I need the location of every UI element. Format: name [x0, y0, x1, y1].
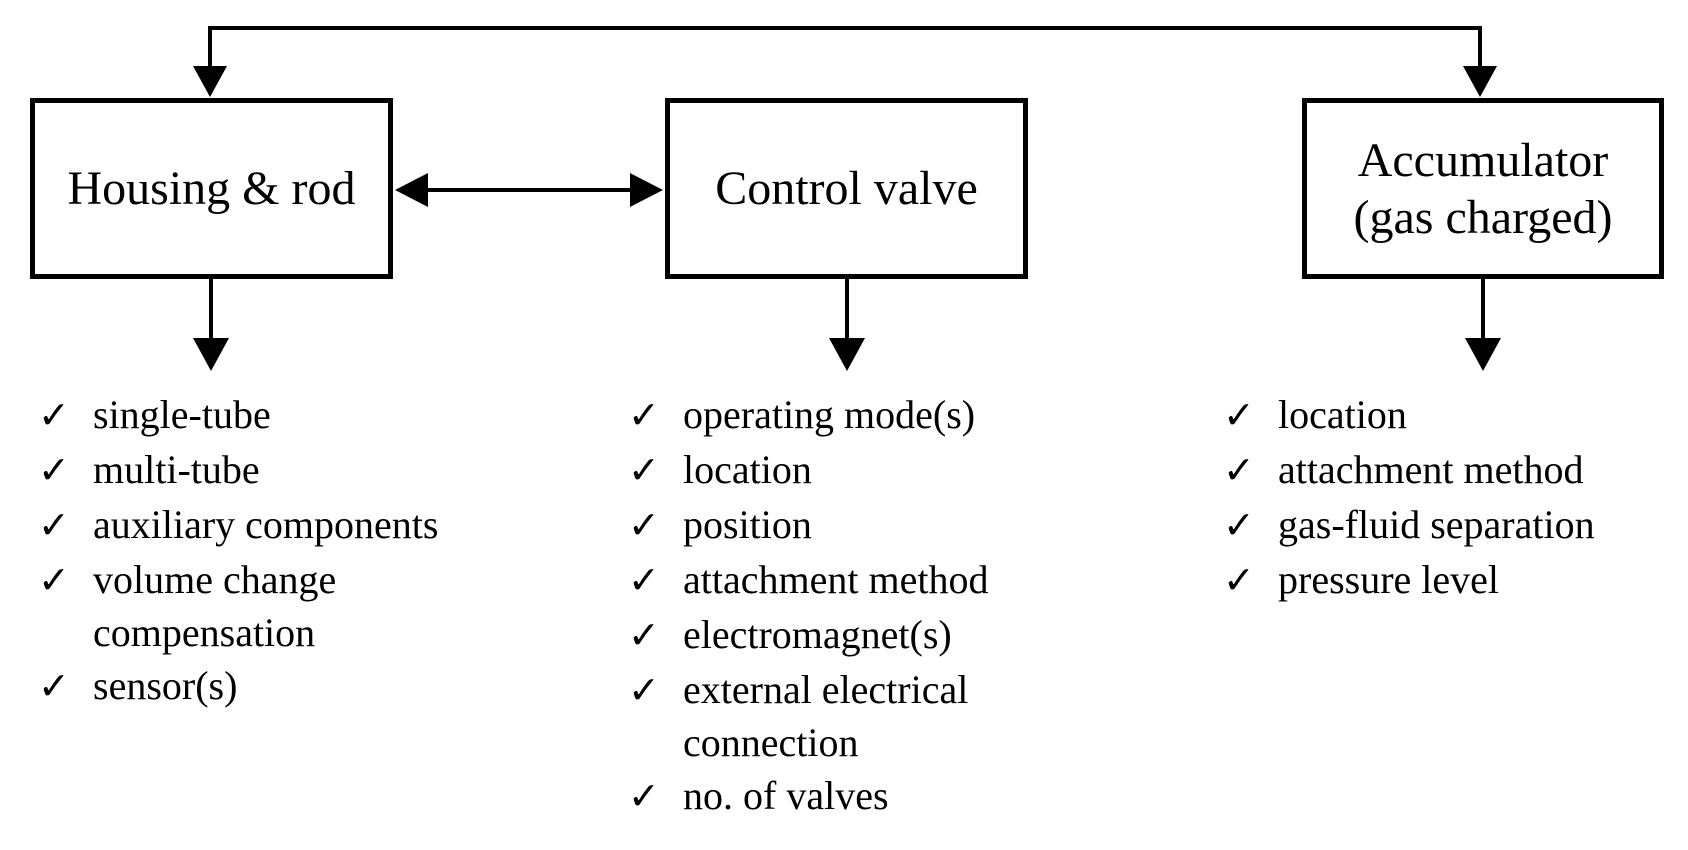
checklist-item: ✓ location: [1223, 388, 1683, 443]
checkmark-icon: ✓: [1223, 560, 1255, 602]
checkmark-icon: ✓: [628, 395, 660, 437]
arrow-valve-to-list: [829, 279, 865, 371]
checklist-item: ✓ gas-fluid separation: [1223, 498, 1683, 553]
checkmark-icon: ✓: [1223, 450, 1255, 492]
checklist-item: ✓ operating mode(s): [628, 388, 1188, 443]
checkmark-icon: ✓: [38, 560, 70, 602]
checklist-item-label: gas-fluid separation: [1278, 502, 1595, 547]
checklist-item-label: no. of valves: [683, 773, 889, 818]
checkmark-icon: ✓: [38, 505, 70, 547]
checkmark-icon: ✓: [628, 505, 660, 547]
checklist-item: ✓ single-tube: [38, 388, 578, 443]
checklist-item-label: pressure level: [1278, 557, 1500, 602]
checkmark-icon: ✓: [38, 450, 70, 492]
checkmark-icon: ✓: [38, 666, 70, 708]
checklist-item-label: electromagnet(s): [683, 612, 952, 657]
checklist-control-valve: ✓ operating mode(s) ✓ location ✓ position ✓ att…: [628, 388, 1188, 824]
arrow-housing-to-list: [193, 279, 229, 371]
node-title-housing-rod: Housing & rod: [67, 162, 356, 215]
arrow-bidirectional-housing-valve: [395, 173, 663, 207]
checklist-item-label: single-tube: [93, 392, 271, 437]
arrowhead-left: [395, 173, 428, 207]
checklist-item-label: attachment method: [683, 557, 989, 602]
checklist-item-label: operating mode(s): [683, 392, 976, 437]
checklist-item: ✓ pressure level: [1223, 553, 1683, 608]
arrowhead-right: [630, 173, 663, 207]
checkmark-icon: ✓: [628, 450, 660, 492]
arrow-top-feedback-rail: [193, 26, 1497, 97]
checklist-item: ✓ attachment method: [1223, 443, 1683, 498]
checklist-item: ✓ electromagnet(s): [628, 608, 1188, 663]
checkmark-icon: ✓: [628, 670, 660, 712]
checklist-item: ✓ position: [628, 498, 1188, 553]
checkmark-icon: ✓: [1223, 505, 1255, 547]
checklist-item-label: sensor(s): [93, 663, 238, 708]
checklist-item: ✓ multi-tube: [38, 443, 578, 498]
node-title-accumulator: Accumulator (gas charged): [1353, 133, 1613, 244]
checklist-item-label: multi-tube: [93, 447, 260, 492]
checklist-accumulator: ✓ location ✓ attachment method ✓ gas-fluid se…: [1223, 388, 1683, 608]
checklist-item: ✓ auxiliary components: [38, 498, 578, 553]
checklist-item: ✓ location: [628, 443, 1188, 498]
checklist-housing-rod: ✓ single-tube ✓ multi-tube ✓ auxiliary compon…: [38, 388, 578, 714]
node-box-housing-rod: Housing & rod: [30, 98, 393, 279]
checkmark-icon: ✓: [1223, 395, 1255, 437]
checklist-item-label: external electrical connection: [683, 667, 969, 765]
checklist-item: ✓ external electrical connection: [628, 663, 1188, 769]
checkmark-icon: ✓: [628, 560, 660, 602]
checklist-item-label: auxiliary components: [93, 502, 439, 547]
checkmark-icon: ✓: [628, 615, 660, 657]
checklist-item: ✓ volume change compensation: [38, 553, 578, 659]
checklist-item: ✓ no. of valves: [628, 769, 1188, 824]
checklist-item-label: location: [1278, 392, 1407, 437]
checklist-item: ✓ attachment method: [628, 553, 1188, 608]
checkmark-icon: ✓: [628, 776, 660, 818]
arrow-accumulator-to-list: [1465, 279, 1501, 371]
checklist-item-label: position: [683, 502, 812, 547]
arrowhead-down-into-housing: [193, 66, 227, 97]
node-box-control-valve: Control valve: [665, 98, 1028, 279]
checklist-item-label: attachment method: [1278, 447, 1584, 492]
checklist-item: ✓ sensor(s): [38, 659, 578, 714]
node-box-accumulator: Accumulator (gas charged): [1302, 98, 1664, 279]
checkmark-icon: ✓: [38, 395, 70, 437]
checklist-item-label: location: [683, 447, 812, 492]
arrowhead-down-into-accumulator: [1463, 66, 1497, 97]
checklist-item-label: volume change compensation: [93, 557, 337, 655]
node-title-control-valve: Control valve: [715, 162, 978, 215]
